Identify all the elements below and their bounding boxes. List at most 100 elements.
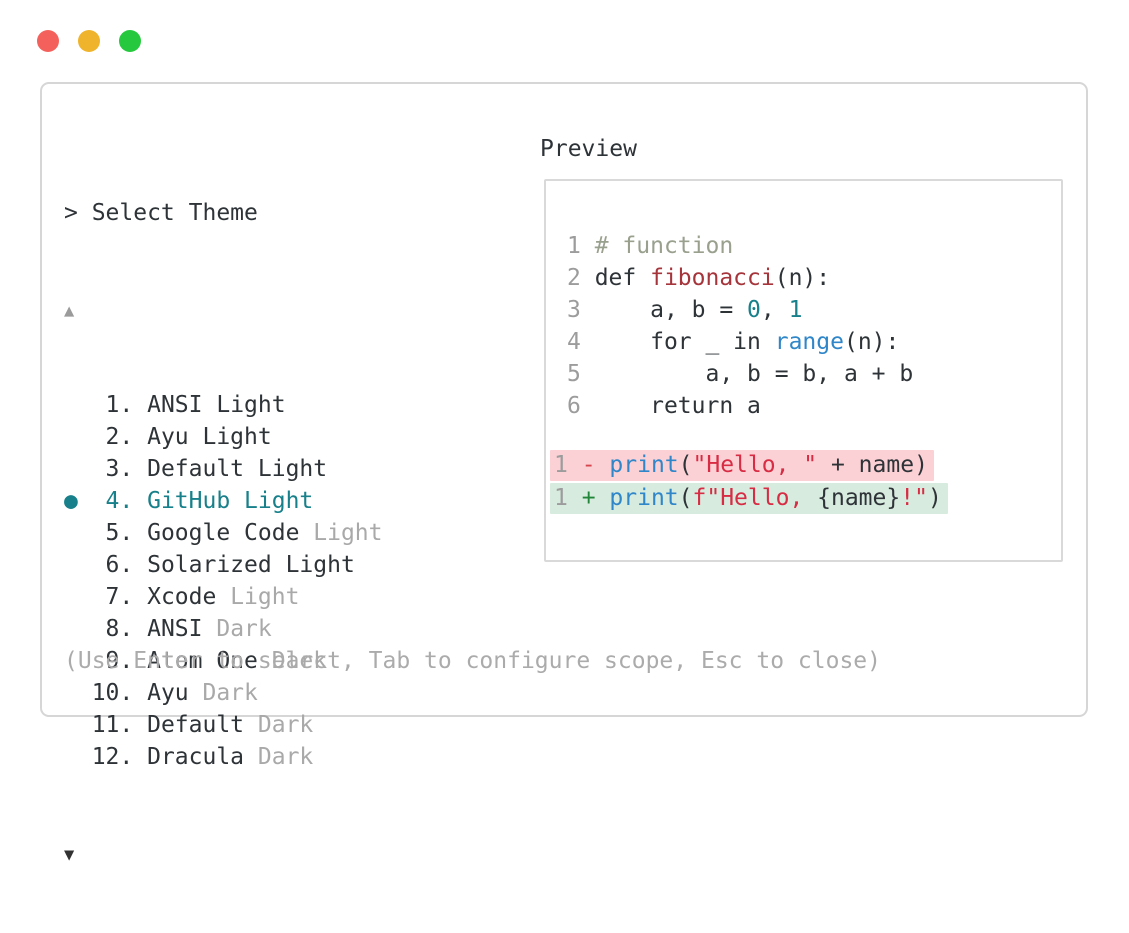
code-token: 2 xyxy=(567,265,595,291)
code-token: def xyxy=(594,265,651,291)
code-token: 1 xyxy=(788,297,803,323)
close-button[interactable] xyxy=(37,30,59,52)
theme-list-item[interactable]: 8. ANSI Dark xyxy=(64,613,383,645)
bullet-placeholder xyxy=(64,424,92,450)
code-token: 6 xyxy=(567,393,595,419)
code-token: return a xyxy=(594,393,761,419)
code-token: ) xyxy=(927,485,942,511)
item-number: 3. xyxy=(91,456,148,482)
item-variant: Light xyxy=(244,488,314,514)
item-name: GitHub xyxy=(147,488,245,514)
code-token: 0 xyxy=(747,297,761,323)
code-line: 2 def fibonacci(n): xyxy=(567,262,913,294)
code-line: 1 # function xyxy=(567,230,913,262)
selected-bullet-icon: ● xyxy=(64,488,92,514)
item-variant: Light xyxy=(285,552,355,578)
item-number: 4. xyxy=(91,488,148,514)
keyboard-hint: (Use Enter to select, Tab to configure s… xyxy=(64,648,881,674)
item-name: Solarized xyxy=(147,552,286,578)
code-line: 6 return a xyxy=(567,390,913,422)
code-token: (n): xyxy=(843,329,900,355)
code-token: , xyxy=(760,297,789,323)
theme-list-item[interactable]: 5. Google Code Light xyxy=(64,517,383,549)
bullet-placeholder xyxy=(64,392,92,418)
item-variant: Dark xyxy=(257,744,314,770)
item-name: Atom One xyxy=(147,648,272,674)
theme-list-item[interactable]: 1. ANSI Light xyxy=(64,389,383,421)
scroll-down-indicator[interactable]: ▼ xyxy=(64,837,383,869)
item-name: Ayu xyxy=(147,424,203,450)
item-variant: Dark xyxy=(271,648,328,674)
bullet-placeholder xyxy=(64,520,92,546)
theme-list-item[interactable]: 12. Dracula Dark xyxy=(64,741,383,773)
theme-list-item[interactable]: 6. Solarized Light xyxy=(64,549,383,581)
code-token: 4 xyxy=(567,329,595,355)
bullet-placeholder xyxy=(64,552,92,578)
theme-list-item[interactable]: ● 4. GitHub Light xyxy=(64,485,383,517)
bullet-placeholder xyxy=(64,584,92,610)
code-token: f"Hello, xyxy=(692,485,818,511)
code-token: 1 xyxy=(554,452,582,478)
zoom-button[interactable] xyxy=(119,30,141,52)
item-name: Default xyxy=(147,456,258,482)
code-token: range xyxy=(774,329,844,355)
item-number: 11. xyxy=(91,712,148,738)
diff-preview: 1 - print("Hello, " + name)1 + print(f"H… xyxy=(550,450,948,516)
item-variant: Dark xyxy=(216,616,272,642)
code-token: !" xyxy=(900,485,928,511)
theme-list: 1. ANSI Light 2. Ayu Light 3. Default Li… xyxy=(64,389,383,773)
minimize-button[interactable] xyxy=(78,30,100,52)
item-variant: Dark xyxy=(257,712,314,738)
theme-list-item[interactable]: 3. Default Light xyxy=(64,453,383,485)
code-token: a, b = xyxy=(594,297,748,323)
item-number: 5. xyxy=(91,520,148,546)
item-name: Google Code xyxy=(147,520,314,546)
theme-list-item[interactable]: 11. Default Dark xyxy=(64,709,383,741)
code-line: 5 a, b = b, a + b xyxy=(567,358,913,390)
code-token: a, b = b, a + b xyxy=(594,361,914,387)
scroll-up-indicator[interactable]: ▲ xyxy=(64,293,383,325)
preview-title: Preview xyxy=(540,136,637,162)
bullet-placeholder xyxy=(64,680,92,706)
theme-list-item[interactable]: 2. Ayu Light xyxy=(64,421,383,453)
theme-picker-window: > Select Theme ▲ 1. ANSI Light 2. Ayu Li… xyxy=(40,82,1088,865)
bullet-placeholder xyxy=(64,712,92,738)
code-token: ( xyxy=(678,452,693,478)
theme-list-item[interactable]: 7. Xcode Light xyxy=(64,581,383,613)
item-variant: Light xyxy=(230,584,300,610)
code-line: 4 for _ in range(n): xyxy=(567,326,913,358)
theme-list-item[interactable]: 9. Atom One Dark xyxy=(64,645,383,677)
item-name: ANSI xyxy=(147,392,217,418)
bullet-placeholder xyxy=(64,744,92,770)
code-token: for _ in xyxy=(594,329,775,355)
item-variant: Light xyxy=(216,392,286,418)
triangle-down-icon: ▼ xyxy=(64,845,75,865)
code-token: # function xyxy=(594,233,734,259)
window-controls xyxy=(37,30,141,52)
item-number: 8. xyxy=(91,616,148,642)
code-token: "Hello, " xyxy=(692,452,818,478)
item-variant: Dark xyxy=(202,680,258,706)
code-token: 1 xyxy=(554,485,582,511)
select-theme-prompt: > Select Theme xyxy=(64,200,258,226)
item-name: Default xyxy=(147,712,258,738)
code-token: - xyxy=(581,452,610,478)
theme-picker-panel: > Select Theme ▲ 1. ANSI Light 2. Ayu Li… xyxy=(64,133,383,933)
item-variant: Light xyxy=(202,424,272,450)
theme-list-item[interactable]: 10. Ayu Dark xyxy=(64,677,383,709)
item-name: Dracula xyxy=(147,744,258,770)
item-name: Xcode xyxy=(147,584,231,610)
item-number: 10. xyxy=(91,680,148,706)
diff-line-deletion: 1 - print("Hello, " + name) xyxy=(550,450,934,481)
item-number: 7. xyxy=(91,584,148,610)
item-number: 6. xyxy=(91,552,148,578)
bullet-placeholder xyxy=(64,616,92,642)
item-number: 9. xyxy=(91,648,148,674)
code-line: 3 a, b = 0, 1 xyxy=(567,294,913,326)
triangle-up-icon: ▲ xyxy=(64,301,75,321)
item-number: 1. xyxy=(91,392,148,418)
bullet-placeholder xyxy=(64,456,92,482)
item-name: Ayu xyxy=(147,680,203,706)
